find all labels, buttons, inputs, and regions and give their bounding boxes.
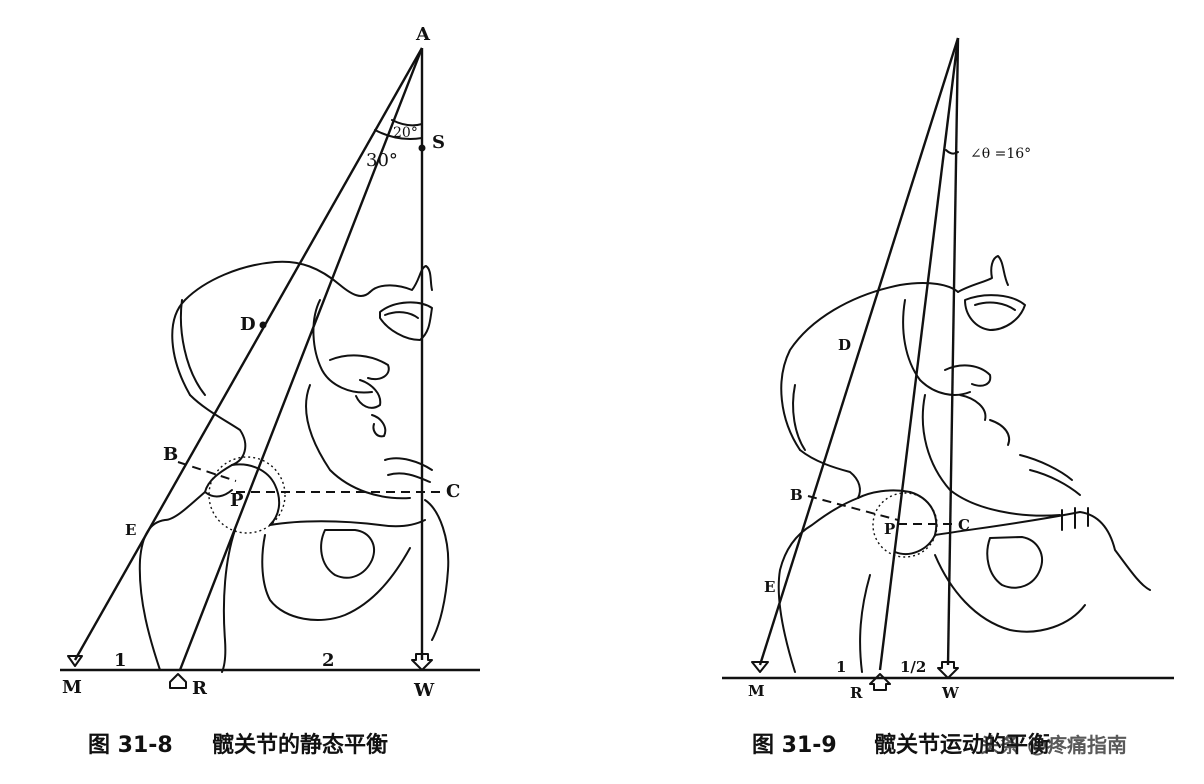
label-E-left: E — [125, 521, 136, 539]
angle-label-theta-right: ∠θ =16° — [970, 146, 1031, 162]
line-AR-left — [178, 47, 424, 671]
watermark: 头条 @疼痛指南 — [980, 733, 1127, 757]
arrow-W-left — [411, 653, 433, 671]
label-B-left: B — [163, 444, 178, 465]
caption-text-left: 髋关节的静态平衡 — [212, 732, 388, 758]
angle-arc-outer-left — [374, 129, 423, 140]
arrow-W-right — [937, 661, 959, 679]
dashed-BP-right — [807, 495, 899, 521]
angle-arc-right — [945, 149, 959, 155]
line-AM-right — [758, 37, 960, 666]
label-E-right: E — [764, 578, 775, 596]
line-AR-right — [878, 37, 960, 671]
arrow-R-right — [869, 673, 891, 691]
label-A-left: A — [415, 24, 431, 45]
label-W-right: W — [941, 684, 960, 702]
label-P-left: P — [230, 490, 244, 511]
pelvis-outline-right — [777, 255, 1151, 673]
caption-number-right: 图 31-9 — [752, 733, 837, 758]
label-B-right: B — [790, 486, 803, 504]
arrow-M-right — [751, 661, 769, 673]
label-C-right: C — [958, 516, 970, 534]
label-W-left: W — [413, 680, 435, 701]
label-M-left: M — [62, 677, 82, 698]
segment-label-half-right: 1/2 — [900, 658, 926, 676]
arrow-R-left — [169, 673, 187, 689]
label-C-left: C — [446, 481, 460, 502]
angle-arc-inner-left — [391, 119, 423, 127]
angle-label-30-left: 30° — [366, 150, 398, 171]
point-S-dot — [418, 144, 426, 152]
line-AW-right — [946, 37, 960, 666]
label-D-left: D — [240, 314, 256, 335]
line-AM-left — [73, 47, 424, 661]
figure-31-8: A S D B P C E M R W 20° 30° 1 2 图 31-8 髋… — [60, 24, 480, 758]
label-D-right: D — [838, 336, 851, 354]
segment-label-1-right: 1 — [836, 658, 846, 676]
label-R-right: R — [850, 684, 863, 702]
femoral-head-circle-left — [208, 456, 286, 534]
arrow-M-left — [67, 655, 83, 667]
caption-text-right: 髋关节运动的平衡 — [874, 732, 1050, 758]
label-P-right: P — [884, 520, 895, 538]
label-R-left: R — [192, 678, 208, 699]
segment-label-1-left: 1 — [114, 650, 127, 671]
dashed-BP-left — [177, 461, 237, 482]
point-D-dot — [259, 321, 267, 329]
angle-label-20-left: 20° — [393, 125, 418, 141]
label-S-left: S — [432, 132, 445, 153]
caption-number-left: 图 31-8 — [88, 733, 173, 758]
figure-31-9: D B P C E M R W ∠θ =16° 1 1/2 图 31-9 髋关节… — [722, 37, 1174, 758]
segment-label-2-left: 2 — [322, 650, 335, 671]
label-M-right: M — [748, 682, 765, 700]
pelvis-outline-left — [138, 260, 450, 673]
